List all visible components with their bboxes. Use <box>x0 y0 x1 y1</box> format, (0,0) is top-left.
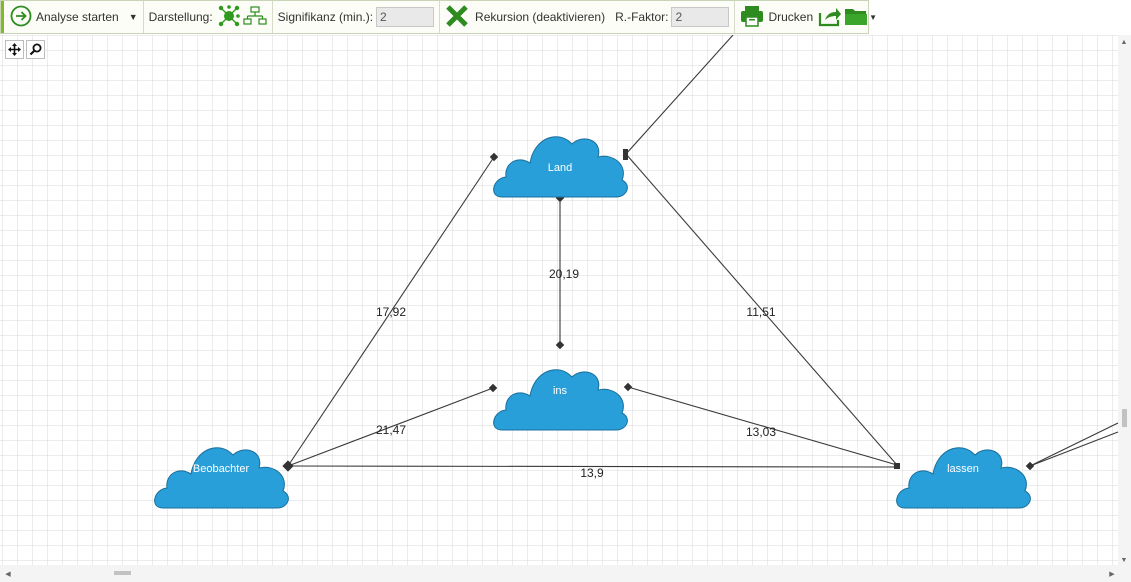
horizontal-scrollbar[interactable]: ◀ ▶ <box>0 565 1131 582</box>
edge-endpoint-marker <box>894 463 900 469</box>
edge-lassen-offscreen-1 <box>1029 422 1119 467</box>
signifikanz-input[interactable] <box>376 7 435 27</box>
node-label: lassen <box>947 463 979 475</box>
canvas-tools <box>5 40 47 59</box>
horizontal-scroll-thumb[interactable] <box>114 571 131 575</box>
zoom-tool-button[interactable] <box>26 40 45 59</box>
signifikanz-label: Signifikanz (min.): <box>277 10 374 24</box>
vertical-scrollbar[interactable]: ▲ ▼ <box>1118 35 1131 565</box>
drucken-button[interactable]: Drucken <box>768 10 814 24</box>
edge-weight-label: 21,47 <box>376 423 406 437</box>
toolbar: Analyse starten ▼ Darstellung: Signifika… <box>0 0 877 34</box>
analyse-dropdown-icon[interactable]: ▼ <box>128 12 138 22</box>
close-x-icon[interactable] <box>445 4 469 31</box>
move-arrows-icon <box>8 43 21 56</box>
node-label: Land <box>548 162 572 174</box>
rfaktor-label: R.-Faktor: <box>615 10 669 24</box>
edge-weight-label: 13,9 <box>580 466 604 480</box>
rekursion-group: Rekursion (deaktivieren) R.-Faktor: <box>439 1 734 33</box>
node-ins[interactable]: ins <box>493 369 628 431</box>
overflow-dropdown-icon[interactable]: ▼ <box>869 12 878 22</box>
rekursion-button[interactable]: Rekursion (deaktivieren) <box>475 10 606 24</box>
edge-beobachter-ins <box>287 387 494 467</box>
cloud-shape <box>493 136 628 198</box>
edge-endpoint-marker <box>1025 461 1035 471</box>
edge-endpoint-marker <box>623 149 628 160</box>
node-lassen[interactable]: lassen <box>896 447 1031 509</box>
vertical-scroll-thumb[interactable] <box>1122 409 1127 427</box>
edge-land-offscreen <box>625 35 734 155</box>
darstellung-label: Darstellung: <box>148 10 213 24</box>
network-layout-icon[interactable] <box>218 4 240 30</box>
cloud-shape <box>896 447 1031 509</box>
printer-icon[interactable] <box>740 5 764 30</box>
export-icon[interactable] <box>818 5 842 30</box>
edge-beobachter-land <box>287 156 495 467</box>
graph-canvas[interactable]: ▲ ▼ ◀ ▶ Land ins <box>0 35 1131 582</box>
tree-layout-icon[interactable] <box>243 5 267 29</box>
scroll-down-arrow-icon[interactable]: ▼ <box>1121 557 1128 564</box>
edge-lassen-offscreen-2 <box>1029 431 1119 467</box>
cloud-shape <box>493 369 628 431</box>
rfaktor-input[interactable] <box>671 7 730 27</box>
edge-weight-label: 11,51 <box>746 305 775 319</box>
edge-endpoint-marker <box>489 152 499 162</box>
edge-endpoint-marker <box>555 340 565 350</box>
edge-ins-lassen <box>627 386 898 466</box>
darstellung-group: Darstellung: <box>142 1 272 33</box>
edge-weight-label: 13,03 <box>746 425 776 439</box>
folder-open-icon[interactable] <box>844 5 868 30</box>
edge-weight-label: 20,19 <box>549 267 579 281</box>
analyse-group: Analyse starten ▼ <box>1 1 143 33</box>
analyse-button[interactable]: Analyse starten <box>36 10 119 24</box>
scroll-left-arrow-icon[interactable]: ◀ <box>5 571 11 578</box>
arrow-right-circle-icon[interactable] <box>10 5 32 30</box>
node-beobachter[interactable]: Beobachter <box>154 447 289 509</box>
magnifier-icon <box>29 43 42 56</box>
signifikanz-group: Signifikanz (min.): <box>271 1 439 33</box>
scroll-up-arrow-icon[interactable]: ▲ <box>1121 39 1128 46</box>
edge-land-lassen <box>625 153 898 466</box>
edge-endpoint-marker <box>623 382 633 392</box>
edge-endpoint-marker <box>488 383 498 393</box>
edge-weight-label: 17,92 <box>376 305 406 319</box>
cloud-shape <box>154 447 289 509</box>
node-label: Beobachter <box>193 463 250 475</box>
print-group: Drucken ▼ <box>734 1 882 33</box>
scroll-right-arrow-icon[interactable]: ▶ <box>1109 571 1115 578</box>
pan-tool-button[interactable] <box>5 40 24 59</box>
edge-beobachter-lassen <box>287 465 898 468</box>
node-label: ins <box>553 385 568 397</box>
node-land[interactable]: Land <box>493 136 628 198</box>
edge-endpoint-marker <box>282 460 294 472</box>
